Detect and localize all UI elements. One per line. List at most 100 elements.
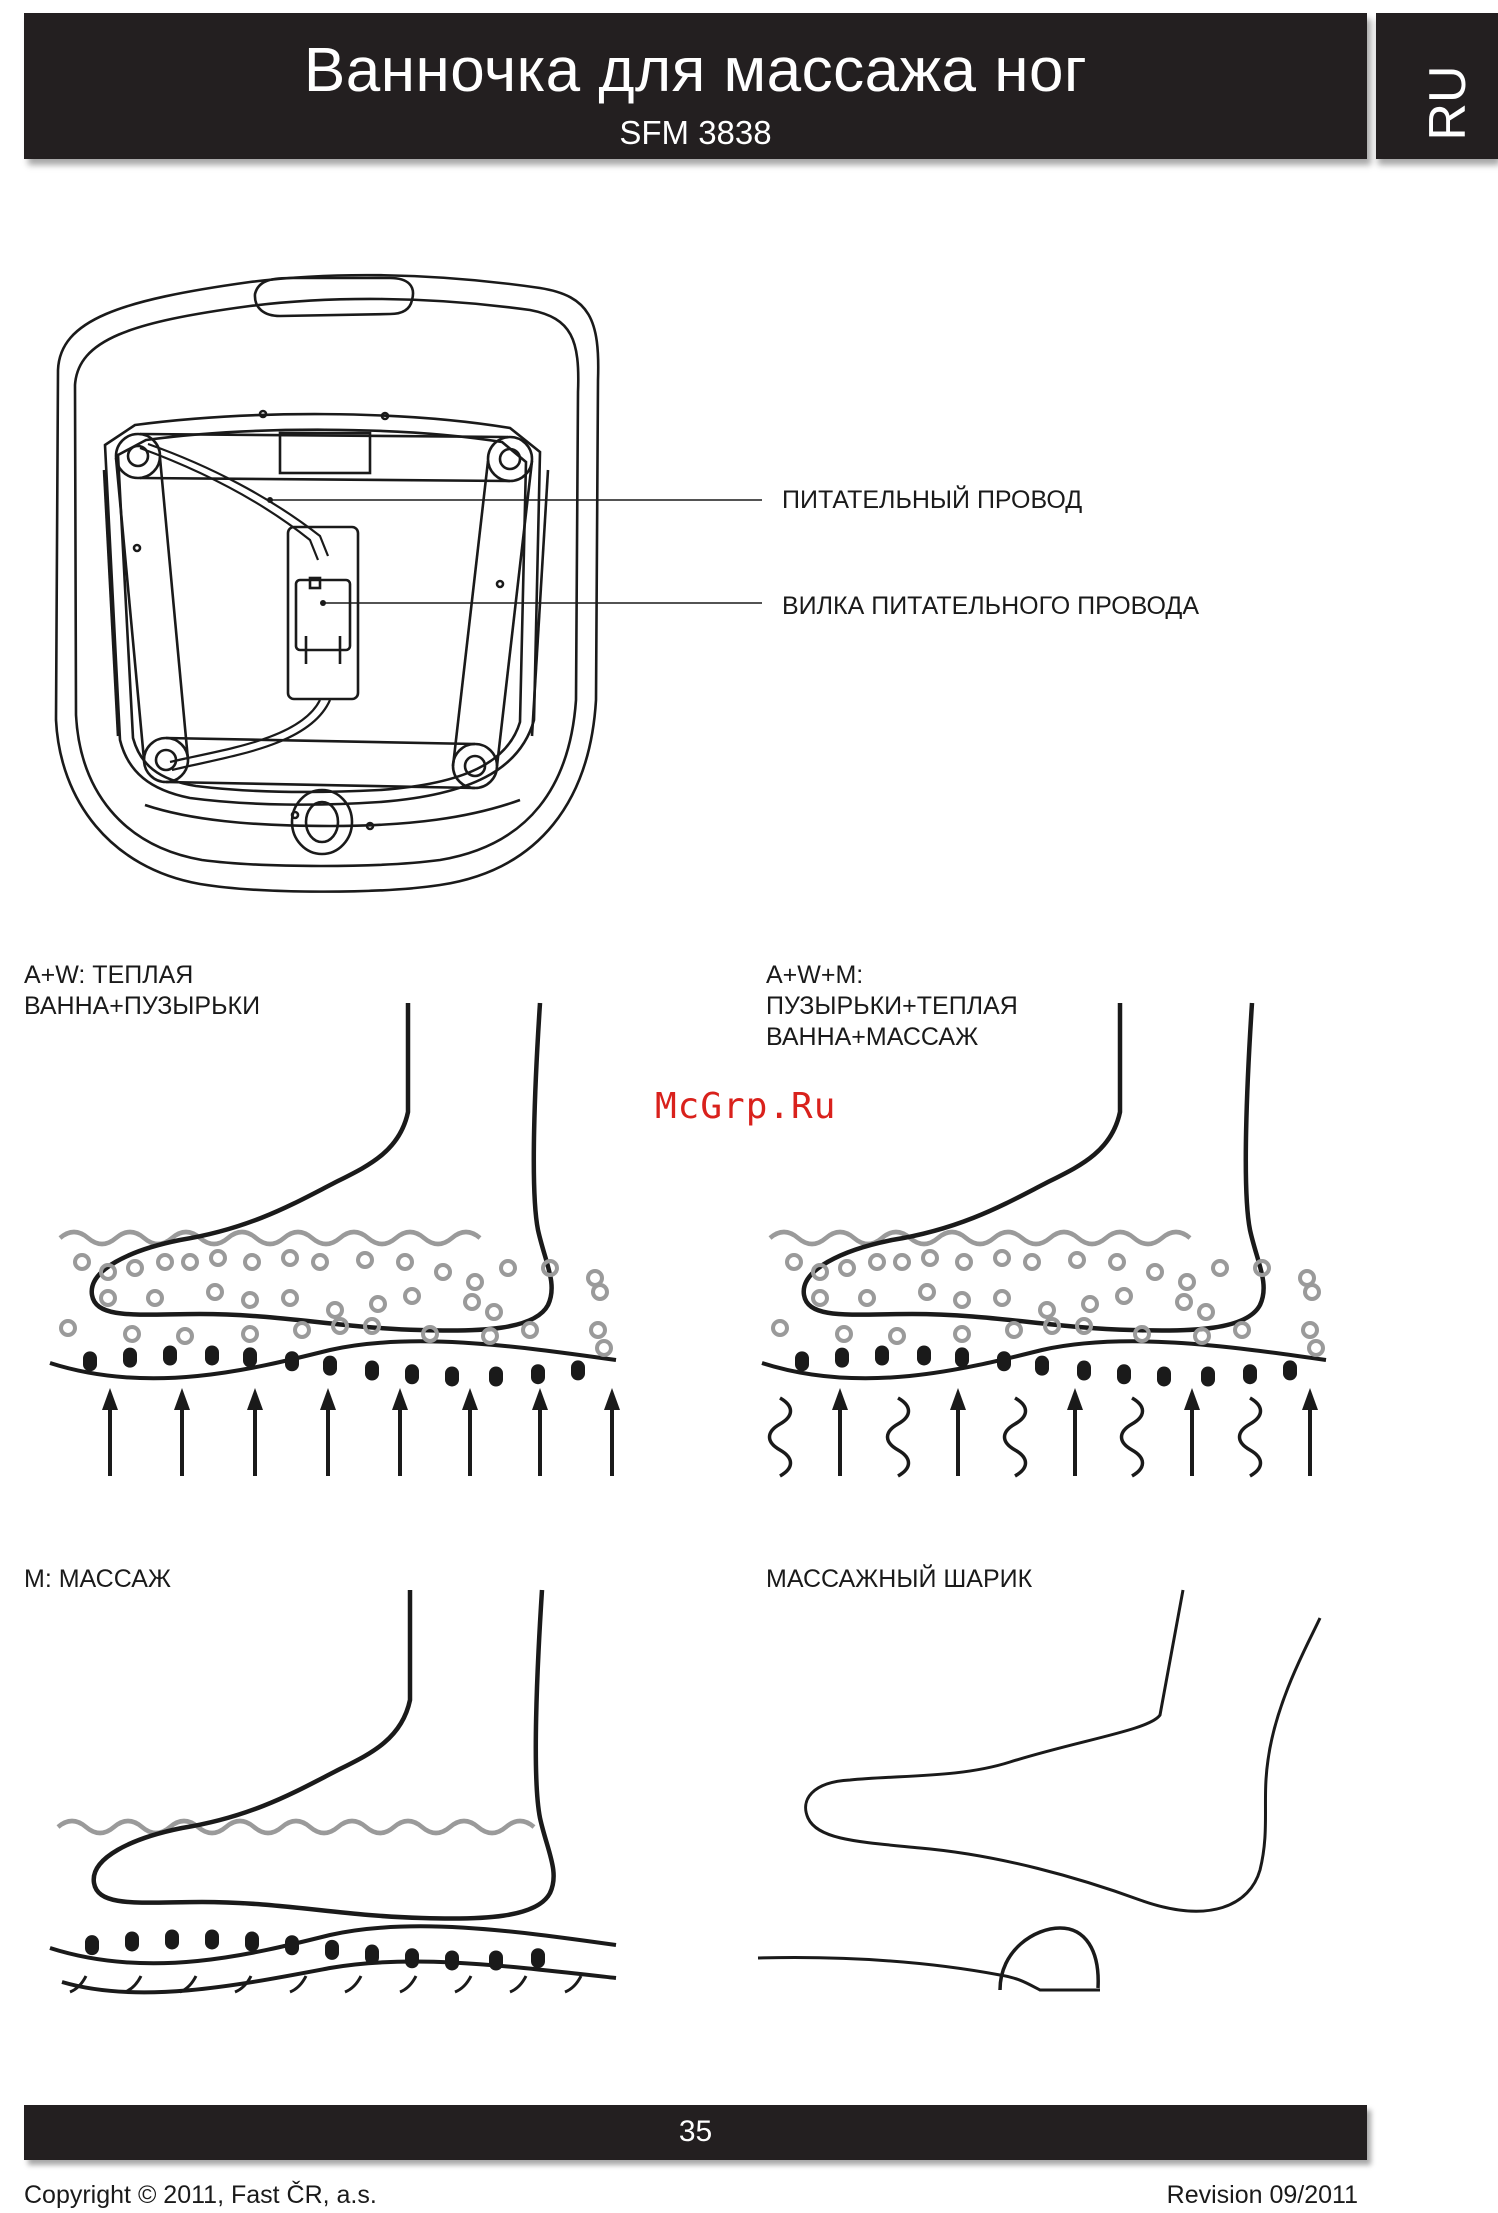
bubble	[523, 1323, 537, 1337]
massage-nub	[531, 1948, 545, 1968]
bubble	[1213, 1261, 1227, 1275]
vibration-wave	[1240, 1398, 1261, 1476]
massage-nub	[245, 1932, 259, 1952]
massage-nub	[365, 1361, 379, 1381]
massage-nub	[875, 1346, 889, 1366]
bubble	[243, 1327, 257, 1341]
heat-arrow	[247, 1388, 263, 1476]
bubble	[1195, 1329, 1209, 1343]
mode-label-massage-ball: МАССАЖНЫЙ ШАРИК	[766, 1563, 1032, 1595]
bubble	[1083, 1297, 1097, 1311]
bubble	[436, 1265, 450, 1279]
mode-label-warm-bubbles-line1: A+W: ТЕПЛАЯ	[24, 959, 193, 991]
massage-nub	[285, 1351, 299, 1371]
bubble	[423, 1327, 437, 1341]
massage-nub	[325, 1940, 339, 1960]
vibration-mark	[565, 1976, 581, 1992]
bubble	[148, 1291, 162, 1305]
heat-arrow	[174, 1388, 190, 1476]
bubble	[1300, 1271, 1314, 1285]
massage-nub	[997, 1351, 1011, 1371]
bubble	[957, 1255, 971, 1269]
bubble	[773, 1321, 787, 1335]
bubble	[1199, 1305, 1213, 1319]
vibration-mark	[455, 1976, 471, 1992]
heat-arrow	[320, 1388, 336, 1476]
massage-nub	[835, 1348, 849, 1368]
massage-nub	[205, 1929, 219, 1949]
bubble	[1255, 1261, 1269, 1275]
bubble	[75, 1255, 89, 1269]
bubble	[543, 1261, 557, 1275]
massage-nub	[205, 1345, 219, 1365]
bubble	[365, 1319, 379, 1333]
bubble	[211, 1251, 225, 1265]
heat-arrow	[532, 1388, 548, 1476]
bubble	[158, 1255, 172, 1269]
bubble	[183, 1255, 197, 1269]
massage-nub	[123, 1348, 137, 1368]
massage-nub	[163, 1346, 177, 1366]
bubble	[588, 1271, 602, 1285]
bubble	[1177, 1295, 1191, 1309]
bubble	[860, 1291, 874, 1305]
bubble	[1007, 1323, 1021, 1337]
bubble	[468, 1275, 482, 1289]
bubble	[1305, 1285, 1319, 1299]
massage-nub	[445, 1366, 459, 1386]
massage-nub	[489, 1950, 503, 1970]
bubble	[1180, 1275, 1194, 1289]
vibration-mark	[180, 1976, 196, 1992]
bubble	[1110, 1255, 1124, 1269]
bubble	[920, 1285, 934, 1299]
bubble	[870, 1255, 884, 1269]
massage-nub	[955, 1347, 969, 1367]
massage-nub	[285, 1935, 299, 1955]
bubble	[1117, 1289, 1131, 1303]
bubble	[955, 1327, 969, 1341]
bubble	[1135, 1327, 1149, 1341]
vibration-mark	[510, 1976, 526, 1992]
massage-nub	[1243, 1364, 1257, 1384]
massage-nub	[917, 1345, 931, 1365]
heat-arrow	[392, 1388, 408, 1476]
bubble	[1148, 1265, 1162, 1279]
vibration-wave	[1005, 1398, 1026, 1476]
vibration-mark	[125, 1976, 141, 1992]
massage-nub	[165, 1929, 179, 1949]
bubble	[1040, 1303, 1054, 1317]
copyright: Copyright © 2011, Fast ČR, a.s.	[24, 2181, 377, 2210]
bubble	[295, 1323, 309, 1337]
vibration-wave	[1122, 1398, 1143, 1476]
vibration-wave	[888, 1398, 909, 1476]
bubble	[1070, 1253, 1084, 1267]
bubble	[813, 1265, 827, 1279]
bubble	[1025, 1255, 1039, 1269]
mode-label-bubbles-warm-massage-line3: ВАННА+МАССАЖ	[766, 1021, 978, 1053]
massage-nub	[1157, 1366, 1171, 1386]
heat-arrow	[832, 1388, 848, 1476]
vibration-mark	[400, 1976, 416, 1992]
massage-nub	[571, 1360, 585, 1380]
bubble	[813, 1291, 827, 1305]
bubble	[313, 1255, 327, 1269]
bubble	[101, 1265, 115, 1279]
heat-arrow	[102, 1388, 118, 1476]
bubble	[283, 1251, 297, 1265]
bubble	[890, 1329, 904, 1343]
bubble	[371, 1297, 385, 1311]
bubble	[245, 1255, 259, 1269]
mode-label-bubbles-warm-massage-line1: A+W+M:	[766, 959, 863, 991]
bubble	[483, 1329, 497, 1343]
bubble	[125, 1327, 139, 1341]
bubble	[405, 1289, 419, 1303]
vibration-wave	[770, 1398, 791, 1476]
heat-arrow	[1067, 1388, 1083, 1476]
bubble	[1045, 1319, 1059, 1333]
bubble	[837, 1327, 851, 1341]
massage-nub	[1117, 1364, 1131, 1384]
massage-nub	[445, 1950, 459, 1970]
bubble	[895, 1255, 909, 1269]
mode-label-bubbles-warm-massage-line2: ПУЗЫРЬКИ+ТЕПЛАЯ	[766, 990, 1018, 1022]
heat-arrow	[604, 1388, 620, 1476]
